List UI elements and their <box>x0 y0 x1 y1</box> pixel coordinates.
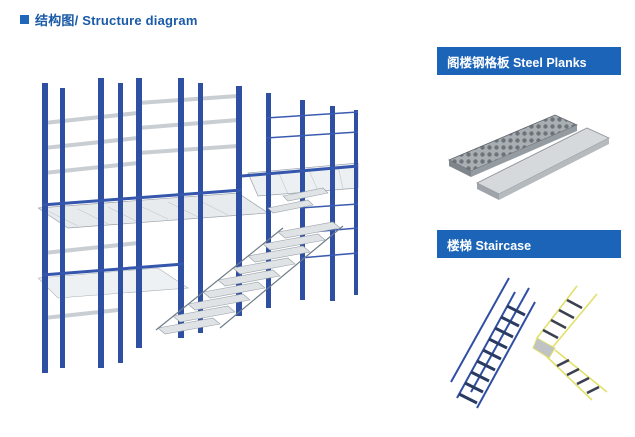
mezzanine-structure-illustration <box>38 78 434 384</box>
staircase-illustration <box>437 270 621 420</box>
mezzanine-rack-drawing <box>38 78 359 373</box>
staircase-label: 楼梯 Staircase <box>437 230 621 258</box>
section-header: 结构图/ Structure diagram <box>20 10 198 29</box>
steel-planks-illustration <box>437 95 621 207</box>
section-title: 结构图/ Structure diagram <box>35 13 198 28</box>
steel-planks-drawing <box>448 114 610 200</box>
steel-planks-label: 阁楼钢格板 Steel Planks <box>437 47 621 75</box>
square-bullet-icon <box>20 15 29 24</box>
staircase-drawing <box>450 277 608 409</box>
